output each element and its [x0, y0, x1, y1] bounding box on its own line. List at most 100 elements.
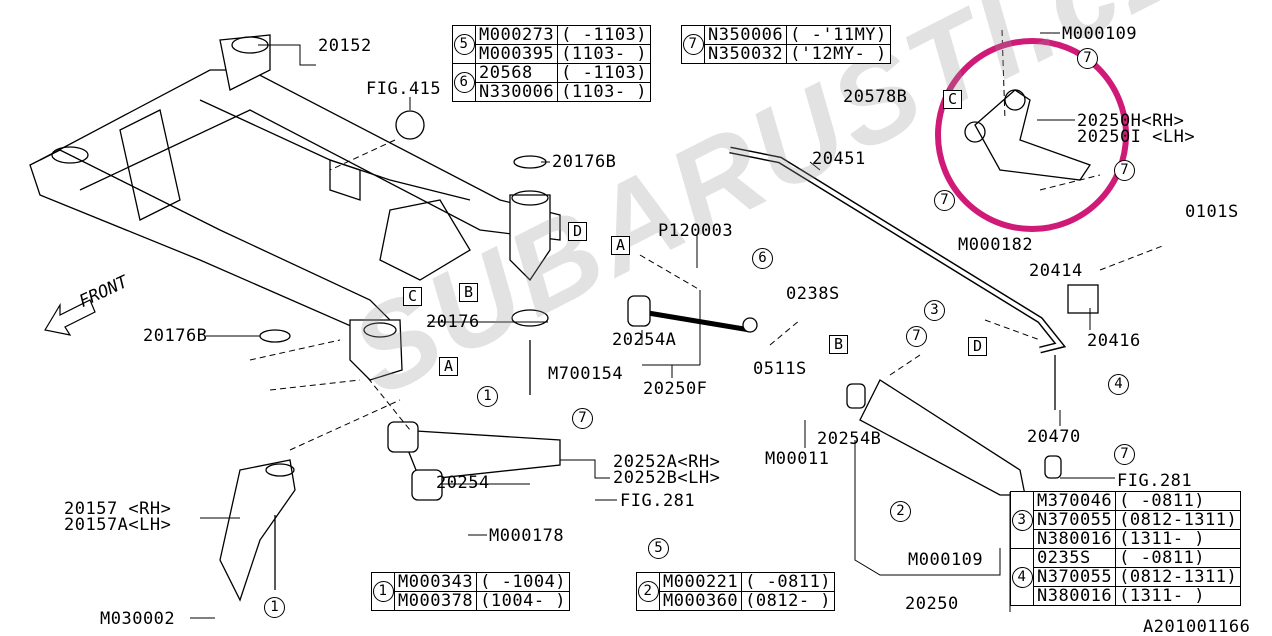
date-range: ( -'11MY): [786, 25, 891, 45]
part-label-20176b: 20176B: [143, 326, 208, 346]
trailing-link-20252: [387, 421, 561, 501]
part-label-20578b: 20578B: [843, 87, 908, 107]
callout-2: 2: [637, 581, 659, 602]
callout-6: 6: [752, 248, 773, 269]
callout-7: 7: [1077, 48, 1098, 69]
part-label-20157a: 20157A<LH>: [64, 515, 172, 535]
part-number: N370055: [1032, 510, 1117, 530]
part-label-20470: 20470: [1027, 427, 1081, 447]
part-number: N370055: [1032, 567, 1117, 587]
part-number: M000221: [658, 572, 743, 592]
date-range: ( -1004): [476, 572, 571, 592]
date-range: ( -1103): [557, 63, 652, 83]
date-range: (0812- ): [741, 591, 836, 611]
date-range: (1311- ): [1115, 529, 1242, 549]
callout-7: 7: [1114, 160, 1135, 181]
ref-box-a: A: [611, 236, 630, 255]
part-label-20176: 20176: [426, 312, 480, 332]
dashed-guide-lines: [249, 29, 1166, 451]
part-number: 0235S: [1032, 548, 1117, 568]
part-label-20254b: 20254B: [817, 429, 882, 449]
callout-7: 7: [572, 408, 593, 429]
part-label-20414: 20414: [1029, 261, 1083, 281]
callout-3: 3: [924, 300, 945, 321]
callout-1: 1: [372, 581, 394, 602]
callout-2: 2: [890, 501, 911, 522]
part-number: M000395: [474, 44, 559, 64]
rear-crossmember: [29, 34, 561, 381]
ref-box-c: C: [943, 90, 962, 109]
ref-box-a: A: [439, 357, 458, 376]
diagram-id: A201001166: [1143, 617, 1251, 636]
part-number: 20568: [474, 63, 559, 83]
lateral-link-20250f: [627, 295, 758, 333]
part-label-20252b: 20252B<LH>: [613, 468, 721, 488]
part-label-20416: 20416: [1087, 331, 1141, 351]
date-range: (1103- ): [557, 82, 652, 102]
part-number: M370046: [1032, 491, 1117, 511]
date-range: (0812-1311): [1115, 510, 1242, 530]
part-label-m700154: M700154: [548, 364, 624, 384]
callout-1: 1: [477, 386, 498, 407]
part-number: N350006: [703, 25, 788, 45]
part-label-20250i: 20250I <LH>: [1077, 127, 1196, 147]
parts-table-1: 1 M000343( -1004) M000378(1004- ): [371, 572, 571, 611]
part-label-m00011: M00011: [765, 449, 830, 469]
callout-4: 4: [1011, 566, 1033, 588]
part-number: N350032: [703, 44, 788, 64]
ref-box-b: B: [459, 283, 478, 302]
part-label-0238s: 0238S: [786, 284, 840, 304]
callout-5: 5: [648, 538, 669, 559]
ref-box-b: B: [829, 335, 848, 354]
date-range: ( -0811): [1115, 491, 1242, 511]
callout-7: 7: [906, 326, 927, 347]
ref-box-d: D: [568, 222, 587, 241]
part-number: M000343: [393, 572, 478, 592]
part-number: N330006: [474, 82, 559, 102]
parts-table-3-4: 3 M370046( -0811) N370055(0812-1311) N38…: [1010, 491, 1242, 606]
part-label-20250f: 20250F: [643, 379, 708, 399]
date-range: ( -1103): [557, 25, 652, 45]
date-range: (1311- ): [1115, 586, 1242, 606]
part-label-20254a: 20254A: [612, 330, 677, 350]
stabilizer-bar-20451: [729, 146, 1099, 410]
fig-ref-281: FIG.281: [1117, 471, 1193, 491]
part-label-20152: 20152: [318, 36, 372, 56]
callout-6: 6: [453, 72, 475, 93]
hub-bracket-20157: [219, 459, 296, 602]
part-label-0101s: 0101S: [1185, 202, 1239, 222]
part-label-20451: 20451: [812, 149, 866, 169]
bushing: [395, 110, 425, 140]
part-number: M000378: [393, 591, 478, 611]
callout-7: 7: [1114, 444, 1135, 465]
part-label-20250: 20250: [905, 594, 959, 614]
part-number: N380016: [1032, 586, 1117, 606]
part-label-20254: 20254: [436, 473, 490, 493]
part-number: M000273: [474, 25, 559, 45]
callout-1: 1: [264, 597, 285, 618]
part-label-20252a: 20252A<RH>: [613, 452, 721, 472]
callout-3: 3: [1011, 509, 1033, 531]
part-label-20250h: 20250H<RH>: [1077, 111, 1185, 131]
date-range: ( -0811): [741, 572, 836, 592]
part-label-20157: 20157 <RH>: [64, 499, 172, 519]
date-range: (1004- ): [476, 591, 571, 611]
part-number: M000360: [658, 591, 743, 611]
date-range: (1103- ): [557, 44, 652, 64]
ref-box-c: C: [403, 287, 422, 306]
front-arrow-icon: [44, 299, 96, 336]
ref-box-d: D: [968, 337, 987, 356]
parts-table-5-6: 5 M000273( -1103) M000395(1103- ) 6 2056…: [452, 25, 652, 102]
upper-arm-20250h: [964, 89, 1092, 181]
highlight-circle: [935, 38, 1129, 232]
part-label-p120003: P120003: [658, 221, 734, 241]
parts-table-2: 2 M000221( -0811) M000360(0812- ): [636, 572, 836, 611]
part-label-m000178: M000178: [489, 526, 565, 546]
callout-7: 7: [934, 190, 955, 211]
part-number: N380016: [1032, 529, 1117, 549]
parts-table-7: 7 N350006( -'11MY) N350032('12MY- ): [681, 25, 891, 64]
date-range: (0812-1311): [1115, 567, 1242, 587]
part-label-0511s: 0511S: [753, 359, 807, 379]
fig-ref-281: FIG.281: [620, 491, 696, 511]
